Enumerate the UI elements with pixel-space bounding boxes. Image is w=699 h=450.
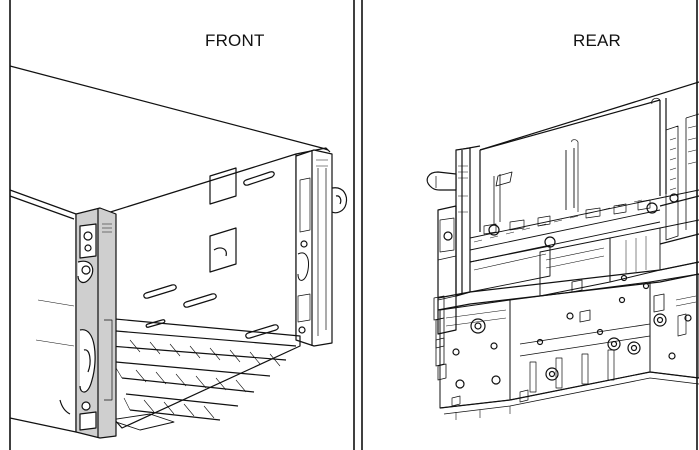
front-view-label: FRONT <box>205 31 265 50</box>
rear-view-panel: REAR <box>360 0 699 450</box>
rear-view-label: REAR <box>573 31 622 50</box>
front-enclosure-illustration <box>0 0 356 450</box>
rear-enclosure-illustration <box>360 0 699 450</box>
front-view-panel: FRONT <box>0 0 356 450</box>
